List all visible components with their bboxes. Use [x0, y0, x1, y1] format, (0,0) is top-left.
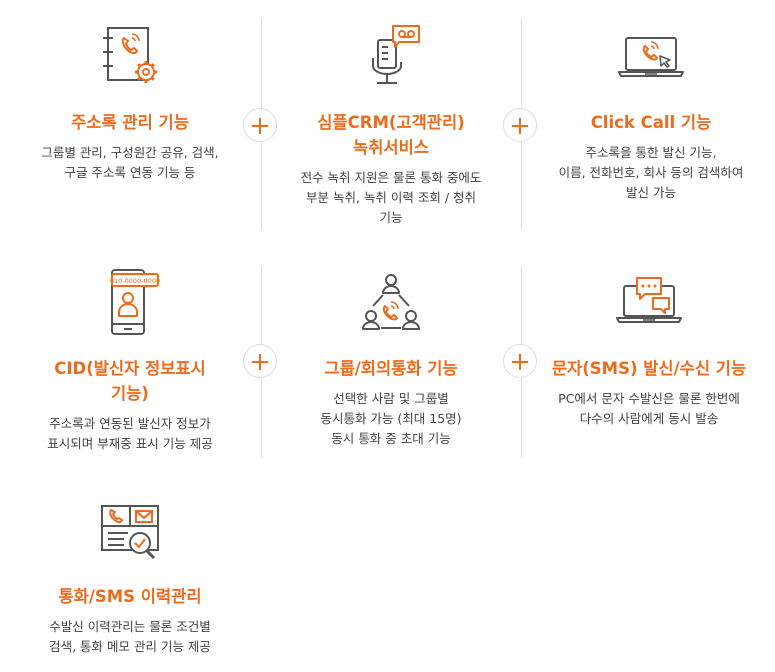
feature-description: 수발신 이력관리는 물론 조건별 검색, 통화 메모 관리 기능 제공: [49, 619, 211, 654]
feature-description: PC에서 문자 수발신은 물론 한번에 다수의 사람에게 동시 발송: [558, 391, 740, 426]
microphone-recording-icon: [372, 25, 420, 84]
plus-connector-4: [503, 344, 537, 378]
call-sms-history-icon: [101, 505, 159, 560]
feature-title: CID(발신자 정보표시 기능): [54, 359, 206, 403]
feature-history: 통화/SMS 이력관리 수발신 이력관리는 물론 조건별 검색, 통화 메모 관…: [15, 496, 245, 657]
phone-caller-id-icon: 010-0000-0000: [110, 269, 160, 335]
feature-caller-id: 010-0000-0000 CID(발신자 정보표시 기능) 주소록과 연동된 …: [15, 268, 245, 454]
feature-description: 주소록을 통한 발신 기능, 이름, 전화번호, 회사 등의 검색하여 발신 가…: [558, 145, 744, 200]
feature-sms: 문자(SMS) 발신/수신 기능 PC에서 문자 수발신은 물론 한번에 다수의…: [536, 268, 762, 429]
feature-title: 주소록 관리 기능: [71, 113, 189, 132]
feature-title: 문자(SMS) 발신/수신 기능: [551, 359, 747, 378]
plus-connector-2: [503, 108, 537, 142]
feature-description: 선택한 사람 및 그룹별 동시통화 가능 (최대 15명) 동시 통화 중 초대…: [320, 391, 462, 446]
feature-group-call: 그룹/회의통화 기능 선택한 사람 및 그룹별 동시통화 가능 (최대 15명)…: [276, 268, 506, 449]
plus-connector-1: [243, 108, 277, 142]
feature-title: 통화/SMS 이력관리: [58, 587, 202, 606]
feature-description: 그룹별 관리, 구성원간 공유, 검색, 구글 주소록 연동 기능 등: [41, 145, 219, 180]
feature-address-book: 주소록 관리 기능 그룹별 관리, 구성원간 공유, 검색, 구글 주소록 연동…: [15, 22, 245, 183]
feature-crm-recording: 심플CRM(고객관리) 녹취서비스 전수 녹취 지원은 물론 통화 중에도 부분…: [276, 22, 506, 228]
svg-text:010-0000-0000: 010-0000-0000: [110, 277, 160, 285]
feature-click-call: Click Call 기능 주소록을 통한 발신 기능, 이름, 전화번호, 회…: [536, 22, 766, 203]
group-conference-icon: [362, 274, 420, 330]
plus-connector-3: [243, 344, 277, 378]
feature-title: 심플CRM(고객관리) 녹취서비스: [317, 113, 465, 157]
feature-title: 그룹/회의통화 기능: [324, 359, 458, 378]
feature-description: 주소록과 연동된 발신자 정보가 표시되며 부재중 표시 기능 제공: [47, 416, 213, 451]
laptop-message-icon: [616, 277, 682, 323]
address-book-gear-icon: [103, 27, 157, 83]
feature-description: 전수 녹취 지원은 물론 통화 중에도 부분 녹취, 녹취 이력 조회 / 청취…: [300, 170, 482, 225]
laptop-call-icon: [618, 37, 684, 77]
feature-title: Click Call 기능: [590, 113, 712, 132]
